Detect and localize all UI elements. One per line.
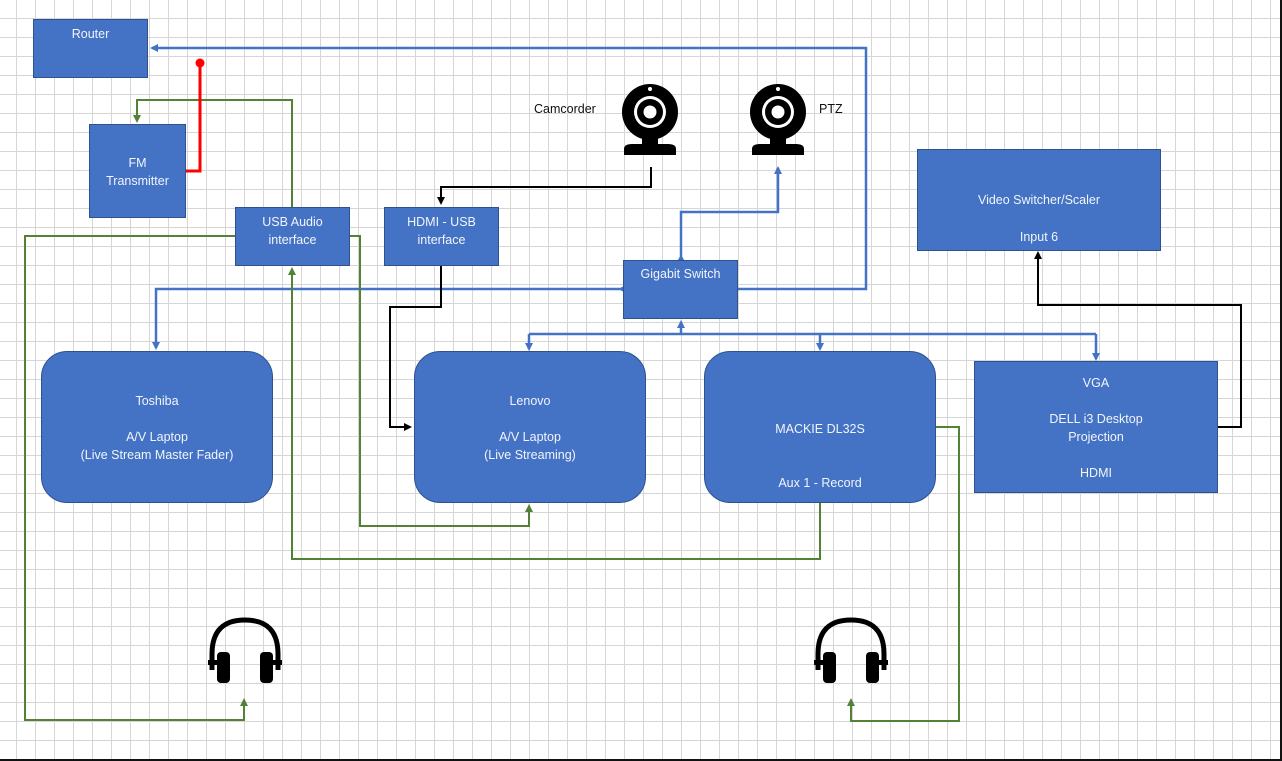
- router-node[interactable]: Router: [33, 19, 148, 78]
- headphones-icon[interactable]: [205, 614, 285, 686]
- usb-audio-label-2: interface: [268, 233, 317, 247]
- gigabit-switch-label: Gigabit Switch: [640, 267, 721, 281]
- router-label: Router: [71, 27, 110, 41]
- usb-audio-label-1: USB Audio: [262, 215, 323, 229]
- link-switch-router: [150, 44, 868, 293]
- hdmi-usb-interface-node[interactable]: HDMI - USB interface: [384, 207, 499, 266]
- fm-transmitter-label-1: FM: [128, 156, 147, 170]
- mackie-mixer-node[interactable]: MACKIE DL32S Aux 1 - Record: [704, 351, 936, 503]
- fm-transmitter-node[interactable]: FM Transmitter: [89, 124, 186, 218]
- dell-label-3: Projection: [1068, 430, 1124, 444]
- link-mackie-headphones-right: [847, 426, 960, 722]
- ptz-label: PTZ: [819, 102, 843, 116]
- camcorder-label: Camcorder: [534, 102, 596, 116]
- hdmi-usb-label-2: interface: [417, 233, 466, 247]
- usb-audio-interface-node[interactable]: USB Audio interface: [235, 207, 350, 266]
- fm-transmitter-label-2: Transmitter: [106, 174, 169, 188]
- lenovo-laptop-node[interactable]: Lenovo A/V Laptop (Live Streaming): [414, 351, 646, 503]
- headphones-icon[interactable]: [811, 614, 891, 686]
- lenovo-label-1: Lenovo: [509, 394, 551, 408]
- dell-desktop-node[interactable]: VGA DELL i3 Desktop Projection HDMI: [974, 361, 1218, 493]
- link-switch-ptz: [677, 166, 782, 262]
- link-camcorder-hdmiusb: [437, 167, 652, 205]
- toshiba-label-3: (Live Stream Master Fader): [80, 448, 234, 462]
- video-switcher-label-2: Input 6: [1019, 230, 1059, 244]
- dell-label-2: DELL i3 Desktop: [1049, 412, 1143, 426]
- dell-label-4: HDMI: [1080, 466, 1112, 480]
- video-switcher-node[interactable]: Video Switcher/Scaler Input 6: [917, 149, 1161, 251]
- toshiba-label-2: A/V Laptop: [126, 430, 188, 444]
- toshiba-laptop-node[interactable]: Toshiba A/V Laptop (Live Stream Master F…: [41, 351, 273, 503]
- webcam-icon[interactable]: [748, 83, 808, 155]
- mackie-label-2: Aux 1 - Record: [778, 476, 862, 490]
- video-switcher-label-1: Video Switcher/Scaler: [977, 193, 1101, 207]
- lenovo-label-3: (Live Streaming): [484, 448, 576, 462]
- link-dell-videoswitcher: [1034, 251, 1242, 428]
- mackie-label-1: MACKIE DL32S: [775, 422, 865, 436]
- link-usbaudio-fm: [133, 99, 293, 207]
- link-hdmiusb-lenovo: [389, 265, 442, 431]
- toshiba-label-1: Toshiba: [135, 394, 179, 408]
- fm-antenna: [186, 63, 202, 173]
- fm-antenna-tip: [195, 58, 205, 68]
- gigabit-switch-node[interactable]: Gigabit Switch: [623, 260, 738, 319]
- webcam-icon[interactable]: [620, 83, 680, 155]
- dell-label-1: VGA: [1082, 376, 1110, 390]
- link-switch-toshiba: [152, 285, 626, 350]
- link-usbaudio-headphones-left: [24, 235, 248, 721]
- lenovo-label-2: A/V Laptop: [499, 430, 561, 444]
- hdmi-usb-label-1: HDMI - USB: [407, 215, 476, 229]
- link-usbaudio-lenovo: [350, 235, 533, 527]
- link-mackie-usbaudio: [288, 267, 821, 560]
